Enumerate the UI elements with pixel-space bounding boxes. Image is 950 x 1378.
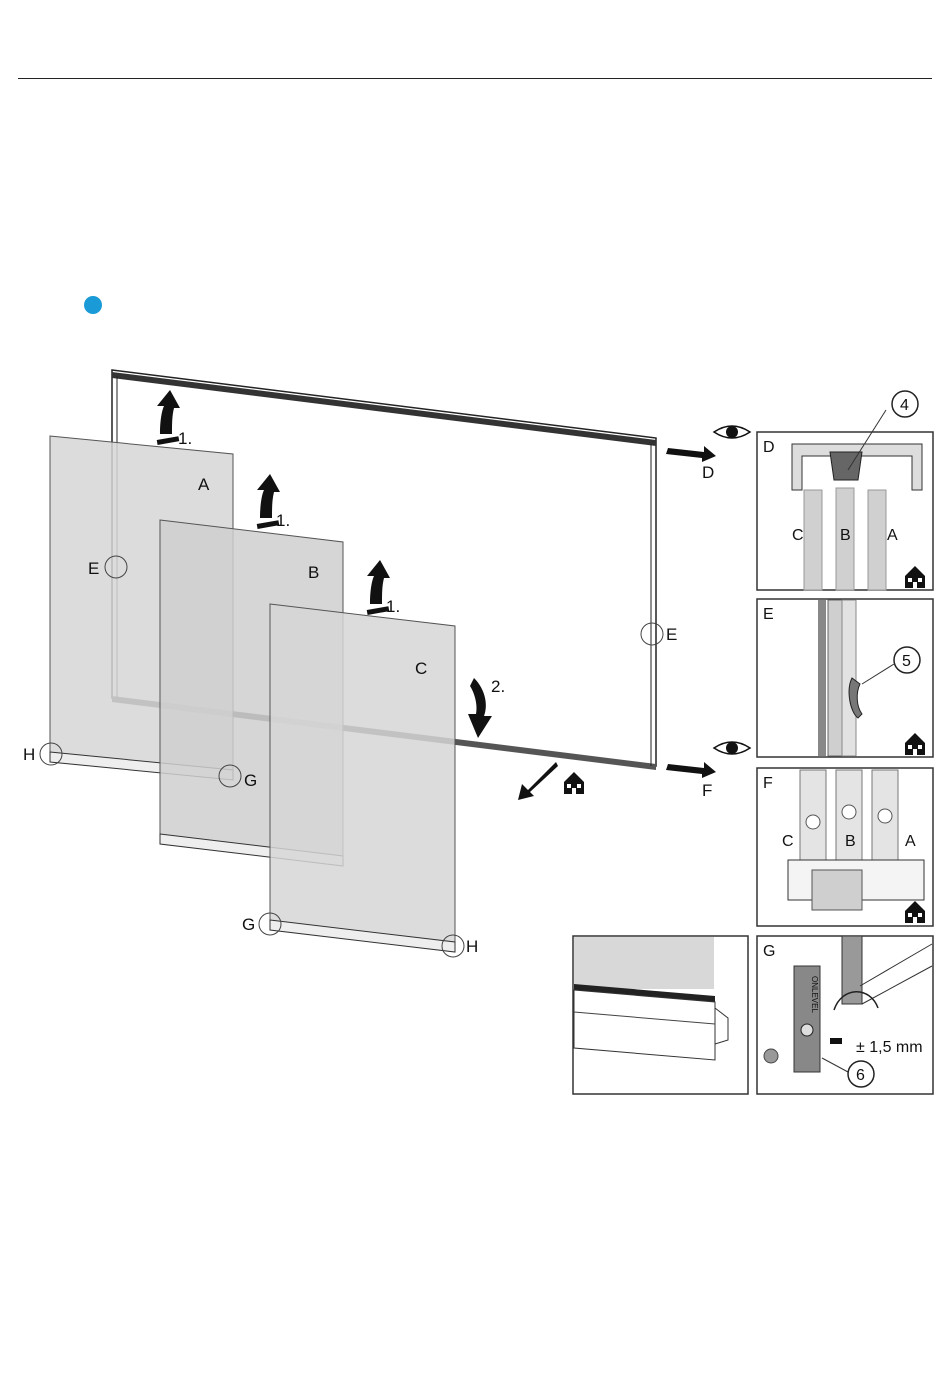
callout-g: G bbox=[242, 915, 255, 934]
arrow-left-icon bbox=[666, 762, 716, 778]
detail-panel-h: H bbox=[573, 936, 748, 1094]
arrow-up-icon bbox=[157, 390, 180, 445]
brand-label: ONLEVEL bbox=[810, 976, 819, 1013]
house-icon bbox=[564, 772, 584, 794]
step-label: 2. bbox=[491, 677, 505, 696]
detail-panel-g: G ONLEVEL ± 1,5 mm 6 bbox=[757, 936, 933, 1094]
eye-icon bbox=[714, 742, 750, 754]
track-label-b: B bbox=[845, 833, 856, 850]
track-label-a: A bbox=[887, 527, 898, 544]
callout-e: E bbox=[666, 625, 677, 644]
panel-label-b: B bbox=[308, 563, 319, 582]
callout-circle-e bbox=[641, 623, 663, 645]
detail-panel-f: F C B A bbox=[757, 768, 933, 926]
step-label: 1. bbox=[178, 429, 192, 448]
detail-title-g: G bbox=[763, 943, 775, 960]
track-label-a: A bbox=[905, 833, 916, 850]
arrow-out-icon bbox=[518, 762, 558, 800]
track-label-c: C bbox=[792, 527, 804, 544]
part-number-4: 4 bbox=[900, 397, 909, 414]
arrow-left-icon bbox=[666, 446, 716, 462]
callout-h: H bbox=[466, 937, 478, 956]
panel-c bbox=[270, 604, 455, 952]
adjust-tolerance: ± 1,5 mm bbox=[856, 1039, 923, 1056]
detail-title-d: D bbox=[763, 439, 775, 456]
step-label: 1. bbox=[386, 597, 400, 616]
callout-e: E bbox=[88, 559, 99, 578]
callout-g: G bbox=[244, 771, 257, 790]
panel-label-c: C bbox=[415, 659, 427, 678]
track-label-b: B bbox=[840, 527, 851, 544]
detail-title-e: E bbox=[763, 606, 774, 623]
callout-h: H bbox=[23, 745, 35, 764]
eye-icon bbox=[714, 426, 750, 438]
detail-title-f: F bbox=[763, 775, 773, 792]
part-number-5: 5 bbox=[902, 653, 911, 670]
part-number-6: 6 bbox=[856, 1067, 865, 1084]
arrow-down-icon bbox=[468, 678, 492, 738]
detail-panel-d: D 4 C B A bbox=[757, 391, 933, 590]
track-label-c: C bbox=[782, 833, 794, 850]
panel-label-a: A bbox=[198, 475, 210, 494]
callout-f: F bbox=[702, 781, 712, 800]
detail-panel-e: E 5 bbox=[757, 599, 933, 757]
callout-d: D bbox=[702, 463, 714, 482]
step-label: 1. bbox=[276, 511, 290, 530]
